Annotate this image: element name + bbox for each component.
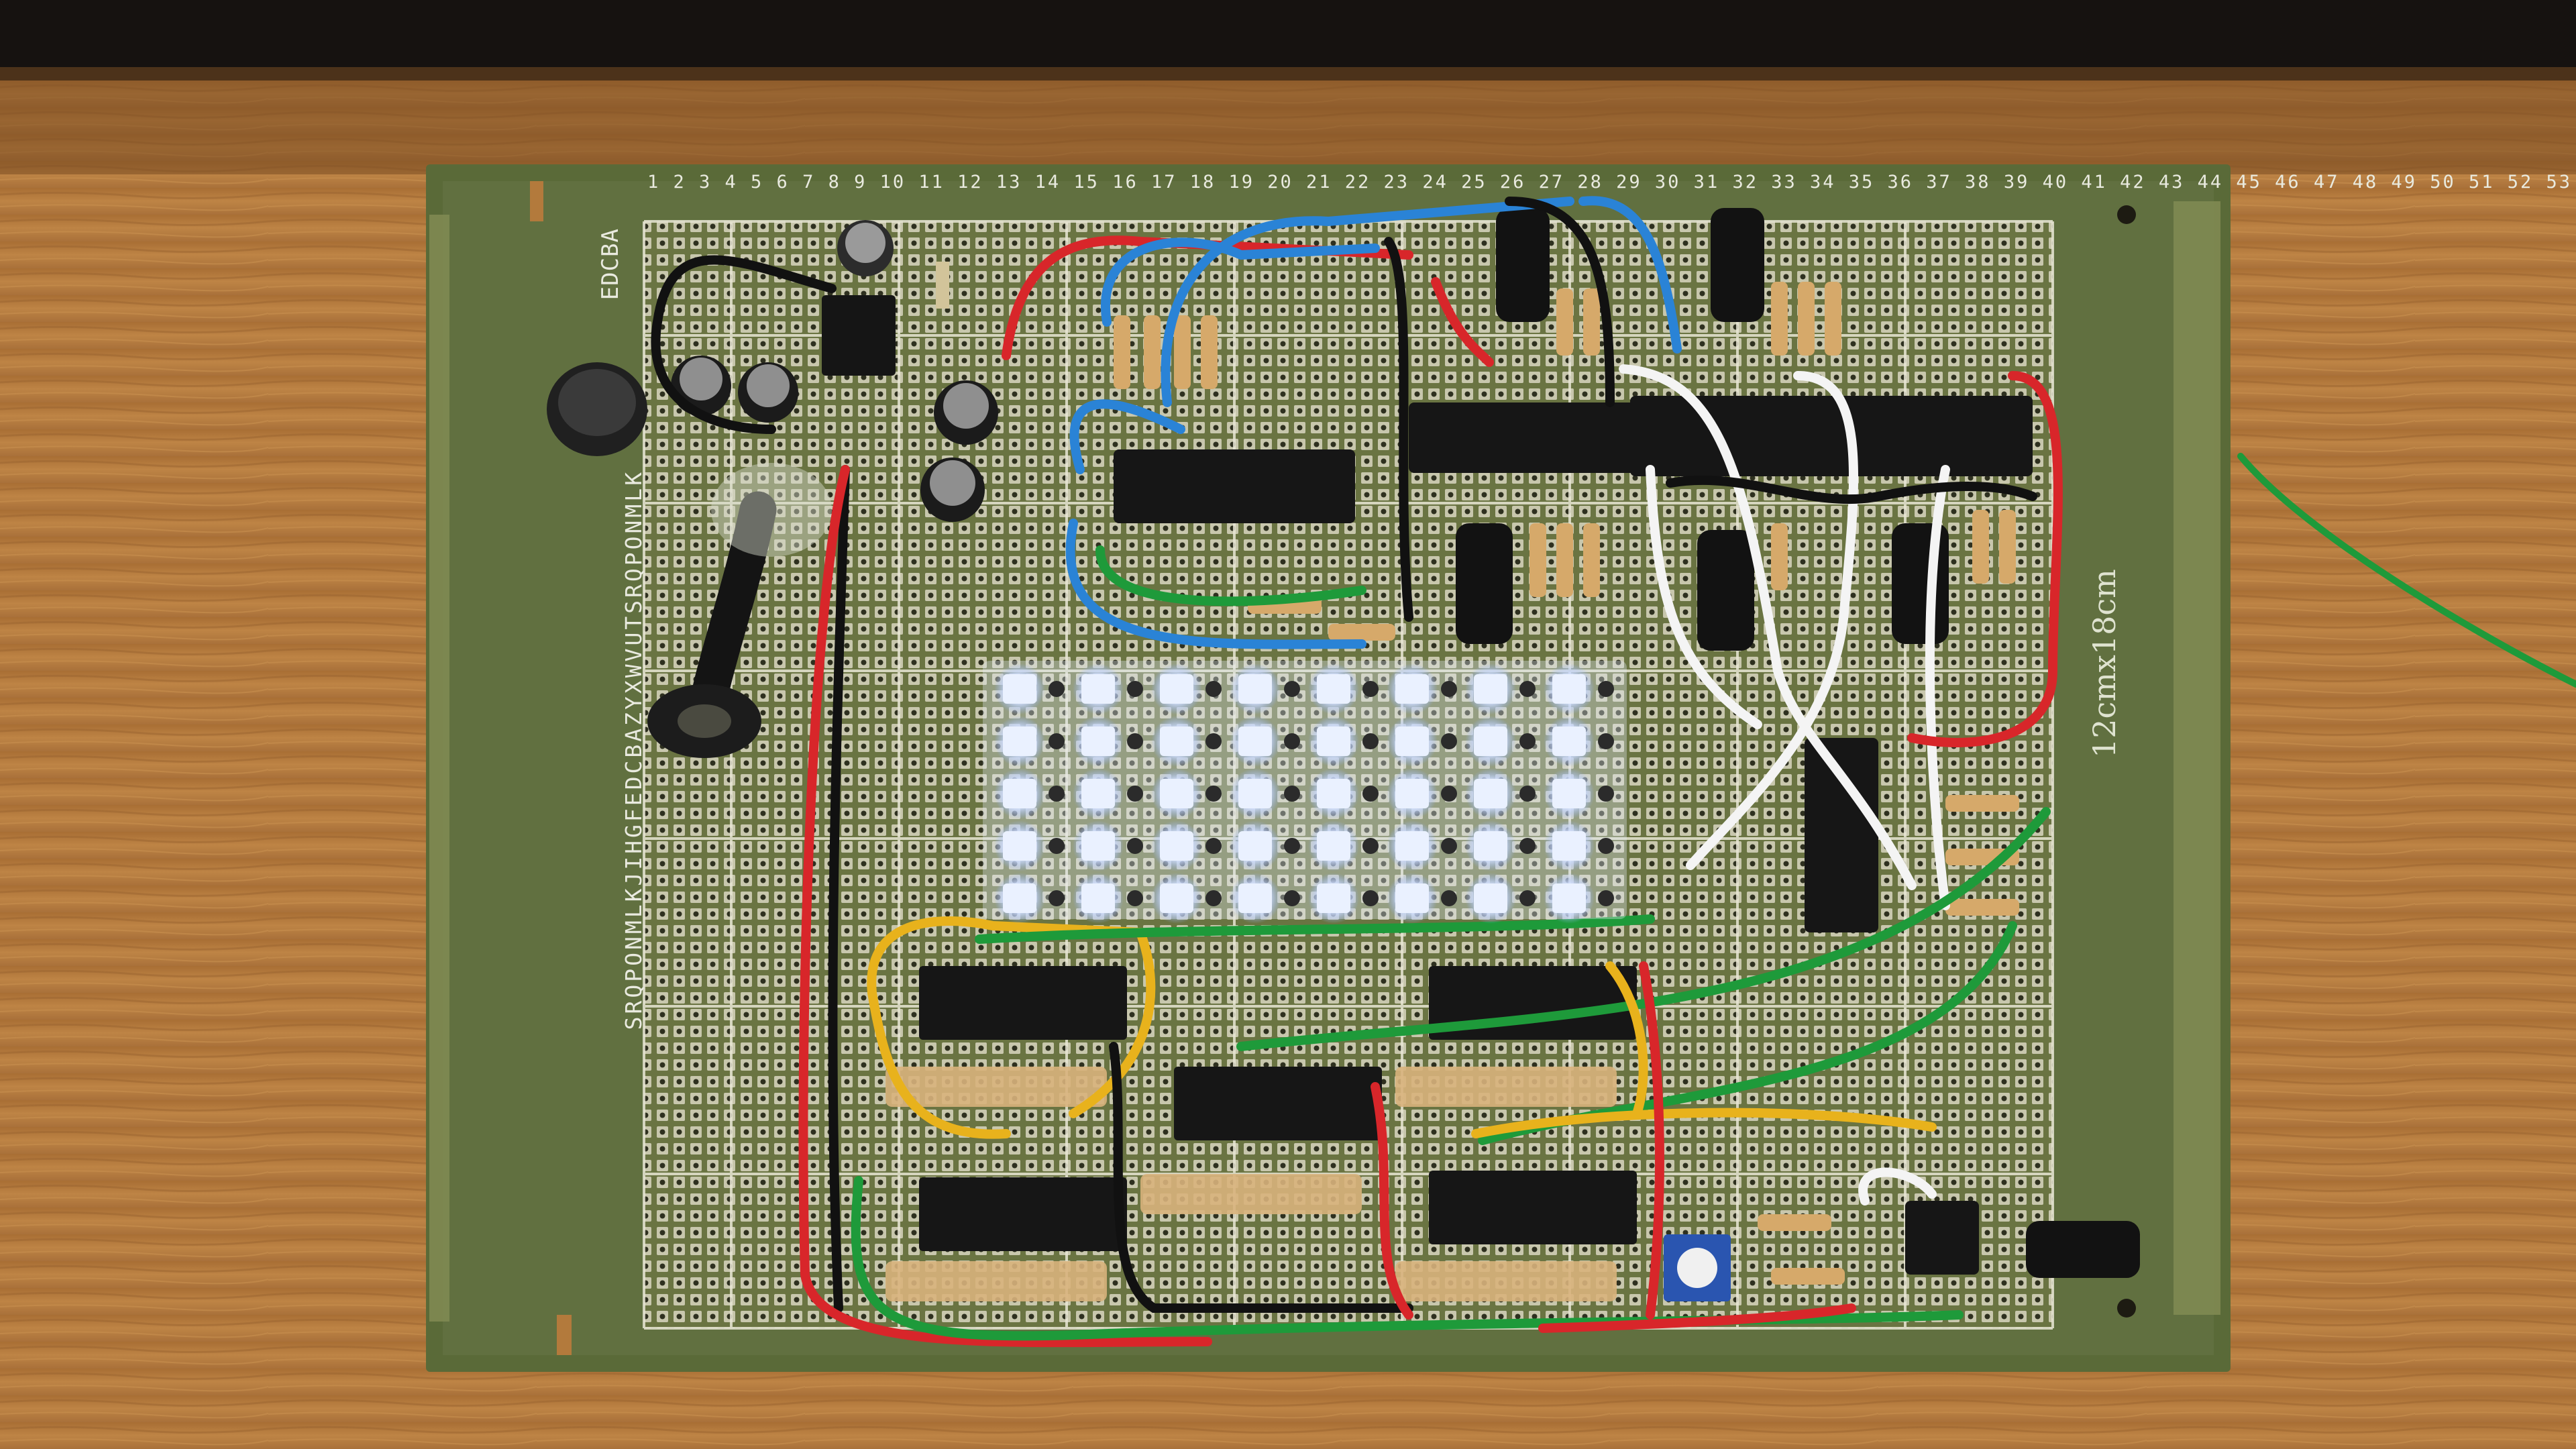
solder-pad — [1519, 890, 1536, 906]
led — [1474, 674, 1507, 704]
led — [1552, 831, 1586, 861]
wires — [651, 196, 2576, 1348]
led — [1552, 727, 1586, 756]
led-matrix — [983, 661, 1627, 924]
solder-pad — [1049, 786, 1065, 802]
solder-pad — [1441, 733, 1457, 749]
solder-pad — [1441, 890, 1457, 906]
solder-pad — [1205, 786, 1222, 802]
solder-pad — [1519, 681, 1536, 697]
led — [1081, 831, 1115, 861]
led — [1317, 779, 1350, 808]
solder-pad — [1362, 681, 1379, 697]
solder-pad — [1049, 681, 1065, 697]
led — [1160, 674, 1193, 704]
led — [1552, 883, 1586, 913]
solder-pad — [1205, 733, 1222, 749]
led — [1395, 883, 1429, 913]
solder-pad — [1127, 838, 1143, 854]
led — [1317, 831, 1350, 861]
led — [1003, 779, 1036, 808]
solder-pad — [1362, 733, 1379, 749]
led — [1238, 883, 1272, 913]
led — [1238, 779, 1272, 808]
solder-pad — [1127, 786, 1143, 802]
led — [1395, 727, 1429, 756]
column-number-labels: 1 2 3 4 5 6 7 8 9 10 11 12 13 14 15 16 1… — [647, 172, 2576, 193]
board-size-label: 12cmx18cm — [2086, 569, 2123, 758]
solder-pad — [1519, 733, 1536, 749]
led — [1474, 883, 1507, 913]
trimmer-potentiometer — [1664, 1234, 1731, 1301]
led — [1552, 674, 1586, 704]
led — [1081, 727, 1115, 756]
solder-pad — [1049, 733, 1065, 749]
solder-pad — [1598, 681, 1614, 697]
led — [1395, 674, 1429, 704]
led — [1474, 727, 1507, 756]
solder-pad — [1127, 733, 1143, 749]
led — [1395, 779, 1429, 808]
led — [1474, 779, 1507, 808]
solder-pad — [1362, 786, 1379, 802]
led — [1081, 883, 1115, 913]
solder-pad — [1284, 786, 1300, 802]
led — [1003, 883, 1036, 913]
resistor-banks — [885, 1067, 1617, 1301]
led — [1552, 779, 1586, 808]
led — [1474, 831, 1507, 861]
solder-pad — [1284, 681, 1300, 697]
led — [1003, 831, 1036, 861]
led — [1238, 727, 1272, 756]
led — [1160, 779, 1193, 808]
microphone-icon — [547, 362, 832, 758]
solder-pad — [1441, 838, 1457, 854]
solder-pad — [1598, 838, 1614, 854]
row-letters-top: EDCBA — [597, 228, 624, 301]
solder-pad — [1127, 681, 1143, 697]
solder-pad — [1284, 890, 1300, 906]
solder-pad — [1519, 838, 1536, 854]
solder-pad — [1205, 838, 1222, 854]
solder-pad — [1519, 786, 1536, 802]
led — [1081, 674, 1115, 704]
led — [1317, 727, 1350, 756]
solder-pad — [1598, 786, 1614, 802]
solder-pad — [1205, 681, 1222, 697]
led — [1160, 883, 1193, 913]
solder-pad — [1049, 890, 1065, 906]
solder-pad — [1441, 786, 1457, 802]
led — [1003, 727, 1036, 756]
led — [1238, 831, 1272, 861]
led — [1317, 883, 1350, 913]
solder-pad — [1284, 733, 1300, 749]
solder-pad — [1598, 890, 1614, 906]
led — [1160, 727, 1193, 756]
solder-pad — [1362, 838, 1379, 854]
solder-pad — [1441, 681, 1457, 697]
solder-pad — [1205, 890, 1222, 906]
led — [1003, 674, 1036, 704]
led — [1238, 674, 1272, 704]
led — [1317, 674, 1350, 704]
solder-pad — [1362, 890, 1379, 906]
solder-pad — [1127, 890, 1143, 906]
led — [1395, 831, 1429, 861]
led — [1081, 779, 1115, 808]
solder-pad — [1598, 733, 1614, 749]
solder-pad — [1049, 838, 1065, 854]
solder-pad — [1284, 838, 1300, 854]
led — [1160, 831, 1193, 861]
row-letters-left: SRQPONMLKJIHGFEDCBAZYXWVUTSRQPONMLK — [621, 470, 647, 1030]
